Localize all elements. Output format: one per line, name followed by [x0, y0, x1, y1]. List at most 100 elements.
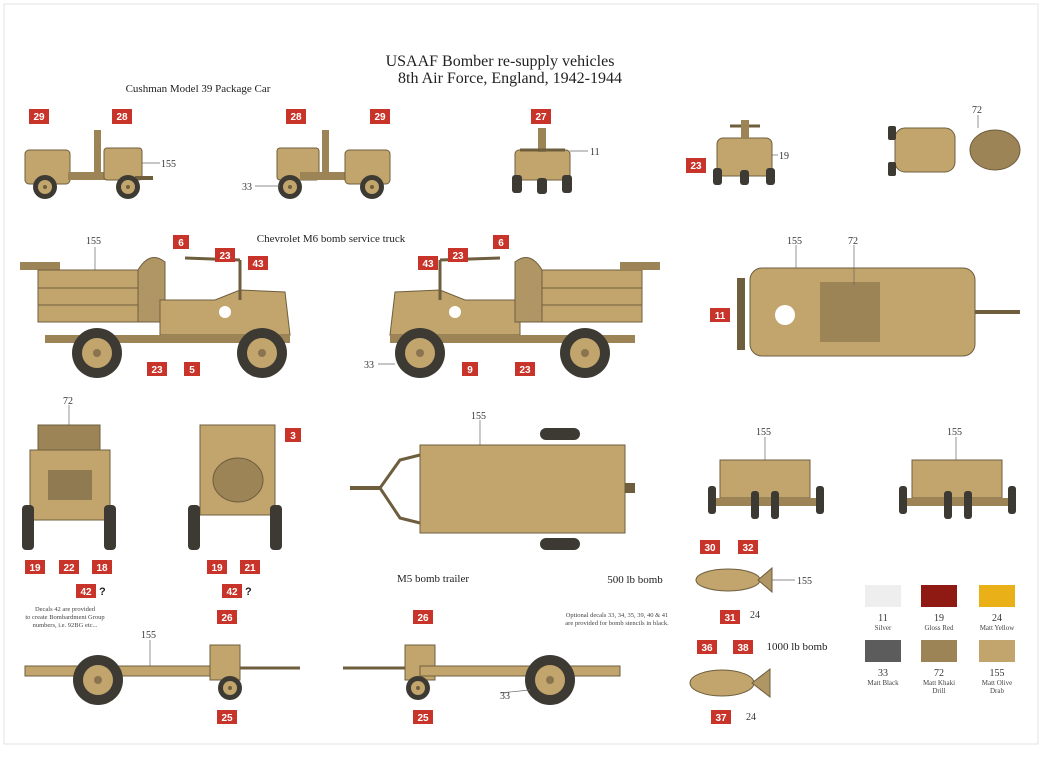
decal-tag-26: 26 [413, 610, 433, 624]
decal-tag-3: 3 [285, 428, 301, 442]
bomb-500-label: 500 lb bomb [607, 574, 663, 586]
callout-155: 155 [86, 236, 101, 247]
svg-text:25: 25 [417, 713, 429, 724]
decal-tag-23: 23 [215, 248, 235, 262]
svg-text:30: 30 [704, 543, 716, 554]
decal-tag-23: 23 [686, 158, 706, 173]
decal-tag-11: 11 [710, 308, 730, 322]
svg-text:42: 42 [80, 587, 92, 598]
svg-text:Drill: Drill [932, 687, 945, 695]
callout-72: 72 [848, 236, 858, 247]
cushman-right-side-view [276, 130, 391, 199]
note-left-line: to create Bombardment Group [25, 614, 104, 621]
bomb-1000-label: 1000 lb bomb [766, 641, 828, 653]
note-right-line: Optional decals 33, 34, 35, 39, 40 & 41 [566, 612, 669, 619]
svg-text:23: 23 [219, 251, 231, 262]
svg-text:37: 37 [715, 713, 727, 724]
svg-text:23: 23 [452, 251, 464, 262]
decal-tag-9: 9 [462, 362, 478, 376]
decal-tag-37: 37 [711, 710, 731, 724]
svg-text:Matt Khaki: Matt Khaki [923, 679, 955, 687]
callout-24: 24 [750, 610, 760, 621]
swatch-matt-yellow: 24 Matt Yellow [979, 585, 1015, 632]
decal-tag-32: 32 [738, 540, 758, 554]
decal-tag-19: 19 [207, 560, 227, 574]
callout-72: 72 [63, 396, 73, 407]
svg-text:155: 155 [990, 668, 1005, 679]
cushman-label: Cushman Model 39 Package Car [126, 83, 271, 95]
svg-text:6: 6 [498, 238, 504, 249]
bomb-1000-lb [689, 667, 771, 699]
svg-text:25: 25 [221, 713, 233, 724]
m5-trailer-left-side-view [24, 644, 300, 705]
note-bomb-stencils: Optional decals 33, 34, 35, 39, 40 & 41 … [565, 612, 669, 627]
chevrolet-left-side-view [20, 256, 291, 378]
chevrolet-front-view [22, 424, 116, 550]
svg-text:42: 42 [226, 587, 238, 598]
bomb-500-lb [695, 566, 773, 594]
swatch-gloss-red: 19 Gloss Red [921, 585, 957, 632]
svg-text:28: 28 [116, 112, 128, 123]
decal-tag-27: 27 [531, 109, 551, 124]
svg-text:23: 23 [151, 365, 163, 376]
decal-tag-22: 22 [59, 560, 79, 574]
callout-155: 155 [471, 411, 486, 422]
callout-155: 155 [787, 236, 802, 247]
svg-text:36: 36 [701, 643, 713, 654]
svg-text:31: 31 [724, 613, 736, 624]
svg-text:Matt Yellow: Matt Yellow [980, 624, 1016, 632]
m5-trailer-right-side-view [343, 644, 621, 705]
swatch-matt-black: 33 Matt Black [865, 640, 901, 687]
callout-33: 33 [500, 691, 510, 702]
decal-tag-28: 28 [112, 109, 132, 124]
svg-text:5: 5 [189, 365, 195, 376]
callout-155: 155 [161, 159, 176, 170]
decal-tag-43: 43 [418, 256, 438, 270]
swatch-matt-khaki-drill: 72 Matt Khaki Drill [921, 640, 957, 695]
decal-tag-23: 23 [515, 362, 535, 376]
sheet-title-line2: 8th Air Force, England, 1942-1944 [398, 70, 622, 87]
svg-text:Matt Olive: Matt Olive [982, 679, 1013, 687]
decal-tag-31: 31 [720, 610, 740, 624]
m5-trailer-label: M5 bomb trailer [397, 573, 469, 585]
svg-text:6: 6 [178, 238, 184, 249]
chevrolet-rear-view [188, 424, 282, 550]
svg-text:21: 21 [244, 563, 256, 574]
svg-text:11: 11 [878, 613, 888, 624]
decal-tag-21: 21 [240, 560, 260, 574]
svg-text:26: 26 [221, 613, 233, 624]
note-left-line: Decals 42 are provided [35, 606, 96, 613]
svg-text:33: 33 [878, 668, 888, 679]
svg-text:29: 29 [33, 112, 45, 123]
chevrolet-top-view [737, 267, 1020, 357]
svg-text:Drab: Drab [990, 687, 1004, 695]
decal-tag-30: 30 [700, 540, 720, 554]
cushman-left-side-view [24, 130, 153, 199]
decal-tag-28: 28 [286, 109, 306, 124]
decal-tag-26: 26 [217, 610, 237, 624]
callout-33: 33 [364, 360, 374, 371]
swatch-matt-olive-drab: 155 Matt Olive Drab [979, 640, 1015, 695]
callout-lines [68, 115, 979, 694]
callout-11: 11 [590, 147, 600, 158]
svg-text:43: 43 [422, 259, 434, 270]
svg-text:23: 23 [519, 365, 531, 376]
decal-tag-36: 36 [697, 640, 717, 654]
decal-tag-29: 29 [29, 109, 49, 124]
callout-24: 24 [746, 712, 756, 723]
swatch-silver: 11 Silver [865, 585, 901, 632]
decal-tag-23: 23 [147, 362, 167, 376]
callout-19: 19 [779, 151, 789, 162]
svg-text:23: 23 [690, 161, 702, 172]
sheet-border [3, 3, 1039, 745]
decal-tag-6: 6 [493, 235, 509, 249]
chevrolet-label: Chevrolet M6 bomb service truck [257, 233, 406, 245]
svg-text:3: 3 [290, 431, 296, 442]
svg-text:Matt Black: Matt Black [867, 679, 899, 687]
cushman-rear-view [713, 120, 775, 185]
decal-tag-6: 6 [173, 235, 189, 249]
sheet-title-line1: USAAF Bomber re-supply vehicles [386, 53, 615, 70]
svg-text:9: 9 [467, 365, 473, 376]
cushman-front-view [512, 128, 572, 194]
